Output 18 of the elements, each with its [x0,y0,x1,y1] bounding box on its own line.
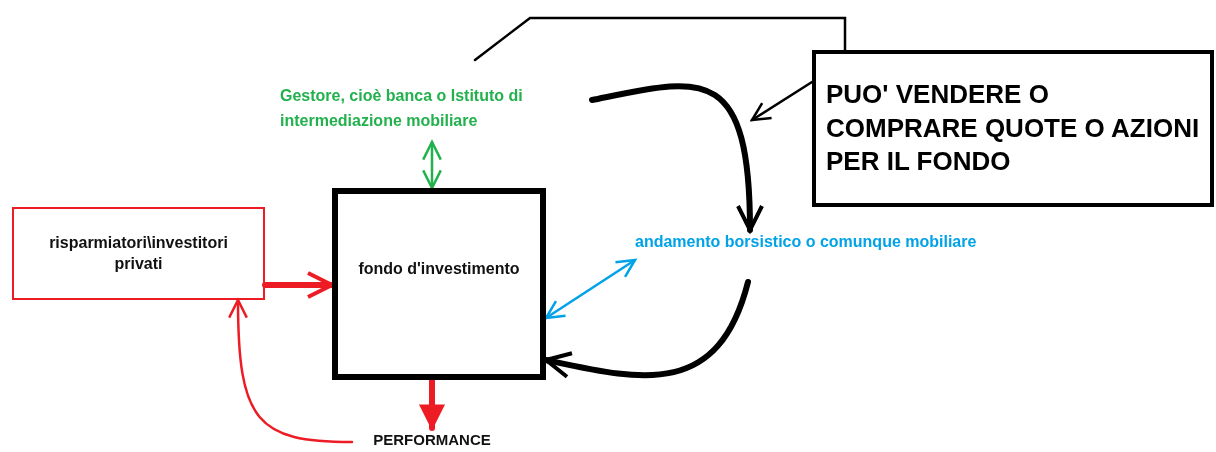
manager-label: Gestore, cioè banca o Istituto di intermediazione mobiliare [280,84,592,134]
box-label: risparmiatori\investitori privati [48,232,229,274]
box-label: PUO' VENDERE O COMPRARE QUOTE O AZIONI PER IL FONDO [826,77,1200,179]
box-label: fondo d'investimento [358,258,520,279]
arrow [421,140,443,190]
fund-box [332,188,546,380]
leader-line [750,80,814,122]
performance-label: PERFORMANCE [352,428,512,452]
arrow [228,298,354,444]
arrow [262,271,335,299]
leader-line [473,16,847,62]
arrow [419,377,445,431]
market-label: andamento borsistico o comunque mobiliare [635,230,985,255]
note-box [812,50,1214,207]
investor-box [12,207,265,300]
arrow [589,83,764,233]
arrow [544,258,637,320]
arrow [543,279,751,379]
